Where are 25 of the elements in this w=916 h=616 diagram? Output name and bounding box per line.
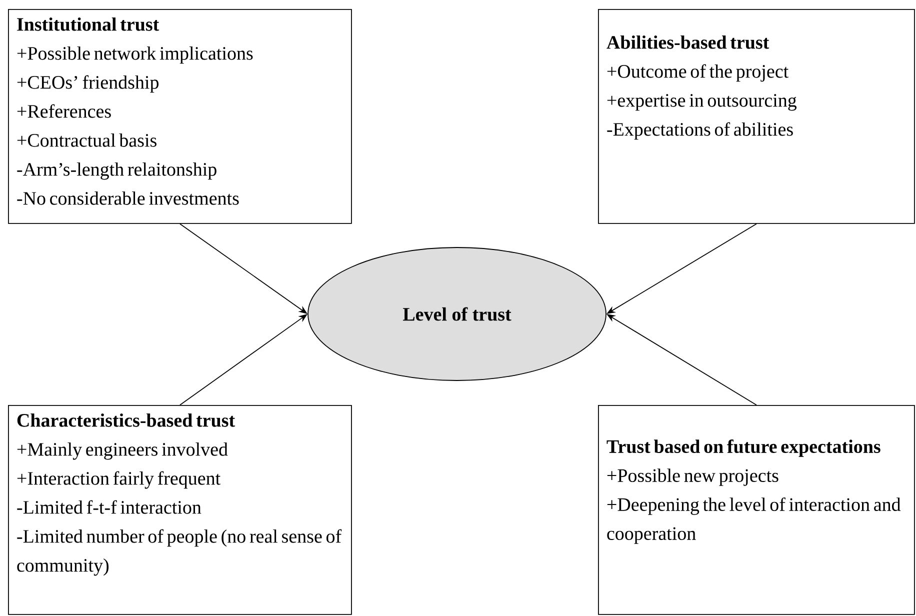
list-item: +Deepening the level of interaction and cooperation <box>607 497 901 544</box>
list-item: +Possible new projects <box>607 468 778 486</box>
list-item: +expertise in outsourcing <box>607 94 797 111</box>
text-box <box>598 9 915 224</box>
list-item: +Contractual basis <box>17 133 156 147</box>
list-item: +Interaction fairly frequent <box>17 471 220 489</box>
box-heading: Institutional trust <box>17 17 160 31</box>
list-item: -Arm’s-length relaitonship <box>17 162 216 180</box>
list-item: -Limited f-t-f interaction <box>17 500 202 514</box>
list-item: +References <box>17 104 111 118</box>
list-item: +Outcome of the project <box>607 64 788 82</box>
list-item: -Expectations of abilities <box>607 122 793 140</box>
box-heading: Abilities-based trust <box>606 35 770 49</box>
box-heading: Trust based on future expectations <box>606 439 880 457</box>
list-item: +CEOs’ friendship <box>17 75 159 93</box>
list-item: +Possible network implications <box>17 46 253 64</box>
text-box <box>598 405 915 615</box>
ellipse-label: Level of trust <box>403 307 512 321</box>
box-heading: Characteristics-based trust <box>17 413 235 427</box>
list-item: +Mainly engineers involved <box>17 442 228 460</box>
central-ellipse <box>308 247 606 381</box>
text-box <box>8 9 352 224</box>
list-item: -Limited number of people (no real sense of community) <box>17 529 342 576</box>
list-item: -No considerable investments <box>17 191 239 205</box>
text-box <box>8 405 352 615</box>
